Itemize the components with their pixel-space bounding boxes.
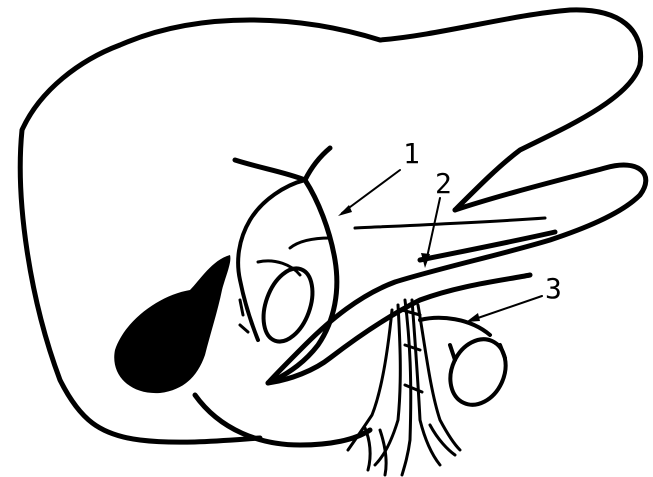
- vessel-bundle: [348, 300, 460, 475]
- pancreas-upper-edge: [268, 165, 646, 383]
- label-2: 2: [435, 167, 452, 200]
- spleen-oval: [440, 330, 516, 414]
- liver-lower-edge: [195, 395, 370, 445]
- gallbladder: [114, 255, 230, 393]
- common-bile-duct: [275, 180, 337, 380]
- hepatic-duct-left: [235, 160, 305, 180]
- small-mark-2: [240, 325, 248, 332]
- pancreatic-duct: [355, 218, 545, 228]
- leader-line-3: [466, 296, 542, 322]
- hepatic-duct-right: [305, 148, 330, 180]
- liver-outline: [20, 10, 640, 442]
- label-1: 1: [403, 137, 420, 170]
- arrowhead-3: [466, 313, 480, 322]
- leader-line-1: [338, 170, 400, 216]
- duct-branch-inner: [290, 238, 330, 248]
- label-3: 3: [545, 272, 562, 305]
- small-mark-1: [240, 300, 243, 315]
